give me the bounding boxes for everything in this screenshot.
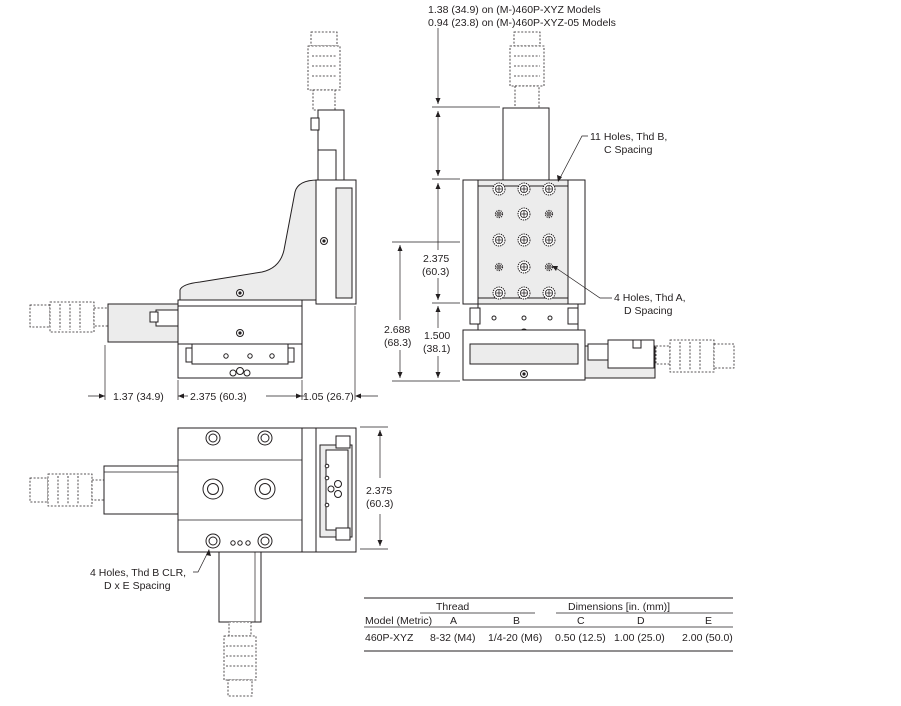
front-view-hole-grid [492, 182, 556, 300]
thread-b-hole [492, 182, 506, 196]
top-view-bottom-micrometer [223, 621, 257, 697]
thread-b-hole [542, 182, 556, 196]
thread-b-hole [517, 182, 531, 196]
thread-b-hole [517, 260, 531, 274]
callout-holes-b-line2: C Spacing [604, 144, 653, 156]
table-col-e: E [705, 615, 712, 627]
dim-front-lower-in: 1.500 [424, 330, 450, 342]
dim-top-width-mm: (60.3) [366, 498, 393, 510]
side-view-left-micrometer [29, 301, 109, 333]
thread-a-hole [494, 209, 504, 219]
table-cell-model: 460P-XYZ [365, 632, 414, 644]
side-view-vertical-micrometer [307, 31, 341, 111]
top-view-left-micrometer [29, 473, 105, 507]
table-col-a: A [450, 615, 457, 627]
callout-holes-a-line1: 4 Holes, Thd A, [614, 292, 686, 304]
table-group-thread: Thread [436, 601, 469, 613]
table-cell-c: 0.50 (12.5) [555, 632, 606, 644]
table-col-model: Model (Metric) [365, 615, 432, 627]
dim-front-upper-mm: (60.3) [422, 266, 449, 278]
thread-a-hole [544, 209, 554, 219]
table-col-c: C [577, 615, 585, 627]
table-cell-d: 1.00 (25.0) [614, 632, 665, 644]
front-view-right-micrometer [655, 339, 735, 373]
top-view-dimension-line [360, 426, 388, 550]
callout-holes-clr-line2: D x E Spacing [104, 580, 171, 592]
dim-base-width: 2.375 (60.3) [190, 391, 247, 403]
table-cell-b: 1/4-20 (M6) [488, 632, 542, 644]
front-view [462, 31, 735, 381]
side-view-dimension-line [88, 393, 378, 399]
thread-b-hole [492, 286, 506, 300]
table-cell-e: 2.00 (50.0) [682, 632, 733, 644]
table-group-dimensions: Dimensions [in. (mm)] [568, 601, 670, 613]
callout-holes-a-line2: D Spacing [624, 305, 673, 317]
side-view [29, 31, 357, 400]
dim-front-upper-in: 2.375 [423, 253, 449, 265]
thread-b-hole [517, 286, 531, 300]
callout-holes-b-line1: 11 Holes, Thd B, [590, 131, 667, 143]
dim-right-offset: 1.05 (26.7) [303, 391, 354, 403]
thread-b-hole [517, 233, 531, 247]
callout-holes-clr-line1: 4 Holes, Thd B CLR, [90, 567, 186, 579]
top-view [29, 427, 357, 697]
dim-front-lower-mm: (38.1) [423, 343, 450, 355]
table-cell-a: 8-32 (M4) [430, 632, 476, 644]
table-col-d: D [637, 615, 645, 627]
thread-b-hole [542, 233, 556, 247]
dim-front-total-mm: (68.3) [384, 337, 411, 349]
thread-a-hole [544, 262, 554, 272]
dim-left-offset: 1.37 (34.9) [113, 391, 164, 403]
dim-front-total-in: 2.688 [384, 324, 410, 336]
callout-micrometer-offset-line1: 1.38 (34.9) on (M-)460P-XYZ Models [428, 4, 601, 16]
dim-top-width-in: 2.375 [366, 485, 392, 497]
thread-b-hole [517, 207, 531, 221]
table-col-b: B [513, 615, 520, 627]
thread-a-hole [494, 262, 504, 272]
thread-b-hole [542, 286, 556, 300]
callout-micrometer-offset-line2: 0.94 (23.8) on (M-)460P-XYZ-05 Models [428, 17, 616, 29]
front-view-dimension-lines [392, 28, 612, 382]
thread-b-hole [492, 233, 506, 247]
front-view-micrometer [509, 31, 545, 109]
